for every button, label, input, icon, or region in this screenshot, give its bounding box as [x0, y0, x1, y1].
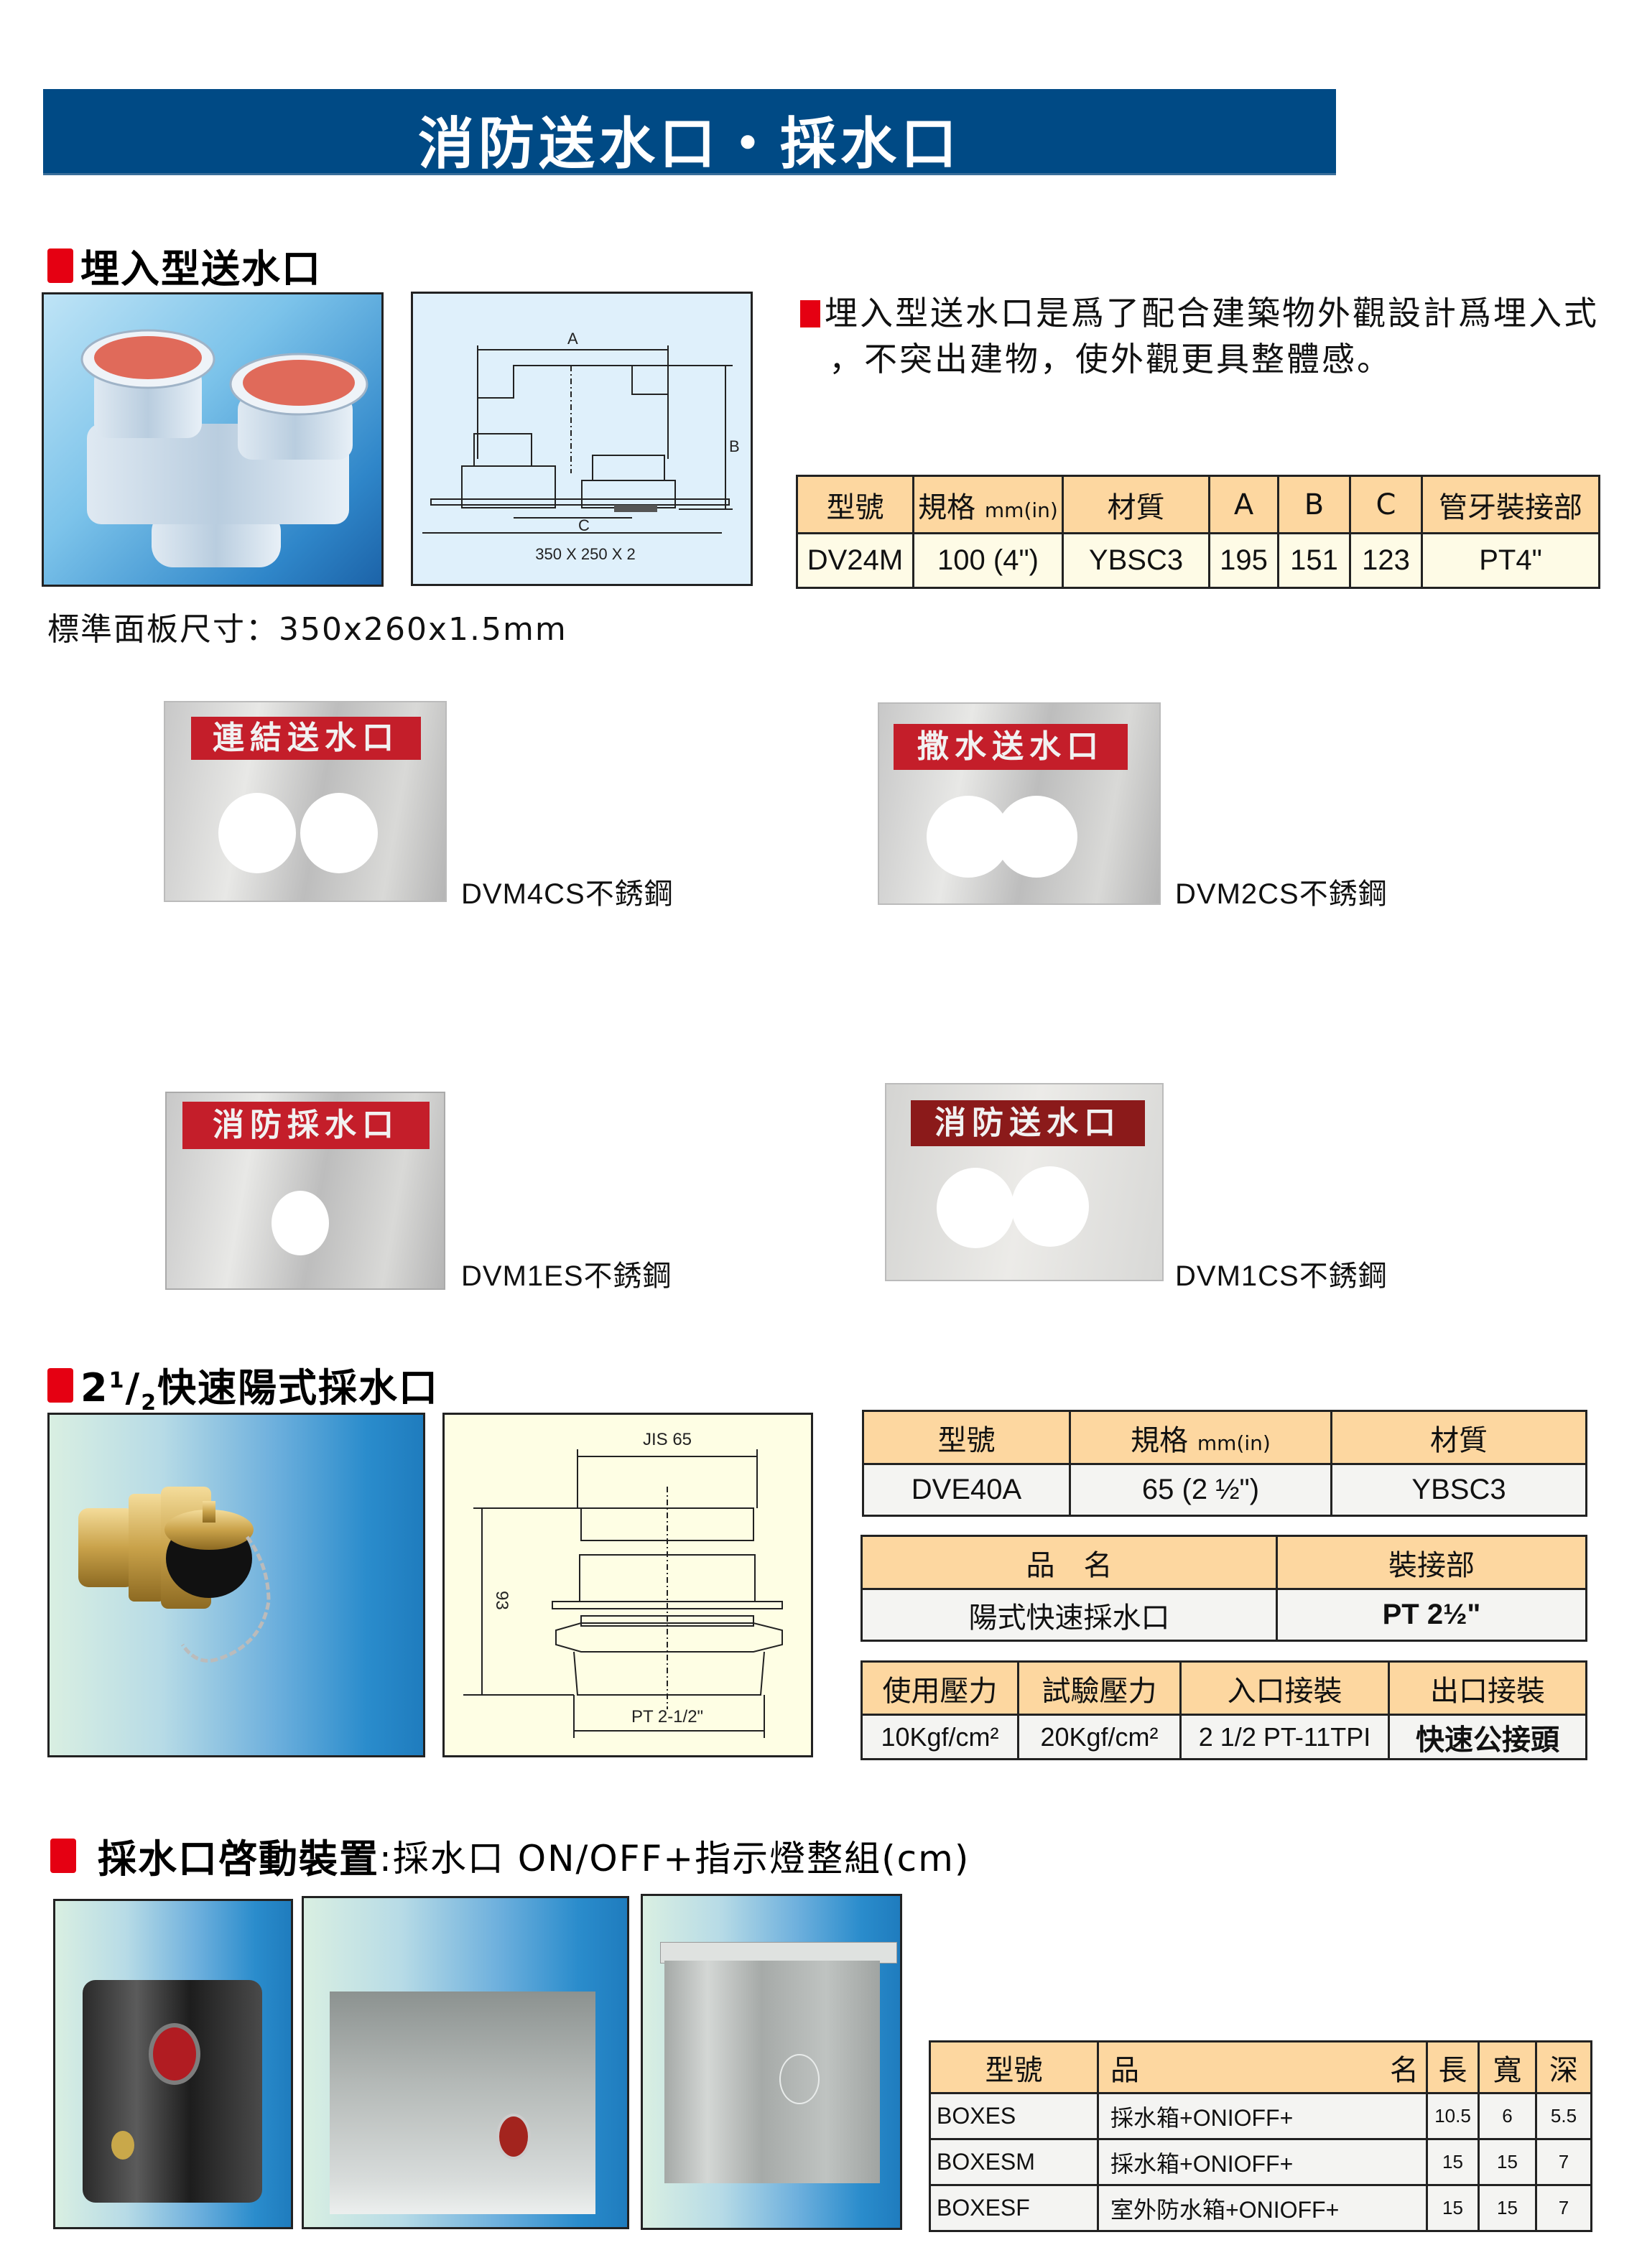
col-product-name: 品 名	[1097, 2040, 1428, 2094]
table-row: 陽式快速採水口 PT 2½"	[861, 1588, 1587, 1642]
table-row: BOXES 採水箱+ONIOFF+ 10.5 6 5.5	[929, 2092, 1592, 2140]
red-bullet-icon	[50, 1838, 76, 1873]
box-front-panel	[330, 1992, 595, 2214]
panel-hole	[300, 793, 378, 873]
red-bullet-icon	[800, 300, 820, 327]
section-heading-quick-male-outlet: 21/2快速陽式採水口	[47, 1356, 439, 1416]
coupling-cross-section-drawing: JIS 65 93 PT 2-1/2"	[463, 1430, 783, 1738]
panel-photo-dvm1es: 消防採水口	[165, 1092, 445, 1290]
section-heading-activation-device: 採水口啓動裝置 :採水口 ON/OFF+指示燈整組(cm)	[50, 1827, 970, 1884]
table-row: DV24M 100 (4") YBSC3 195 151 123 PT4"	[796, 532, 1600, 589]
panel-hole	[1011, 1166, 1089, 1247]
brass-coupling-illustration	[78, 1487, 271, 1663]
col-size: 規格 mm(in)	[912, 475, 1064, 534]
panel-caption-dvm1cs: DVM1CS不銹鋼	[1175, 1260, 1388, 1292]
dim-label-height: 93	[492, 1591, 511, 1610]
col-model: 型號	[796, 475, 914, 534]
red-bullet-icon	[47, 1368, 73, 1403]
table-row: BOXESF 室外防水箱+ONIOFF+ 15 15 7	[929, 2184, 1592, 2232]
dim-label-jis65: JIS 65	[643, 1430, 692, 1449]
sign-label: 消防送水口	[911, 1100, 1145, 1146]
box-front-panel	[664, 1961, 880, 2183]
indicator-window-icon	[779, 2054, 820, 2104]
product-photo-boxesm	[302, 1896, 629, 2229]
panel-photo-dvm1cs: 消防送水口	[885, 1083, 1164, 1281]
quick-outlet-pressure-table: 使用壓力 試驗壓力 入口接裝 出口接裝 10Kgf/cm² 20Kgf/cm² …	[861, 1660, 1587, 1760]
activation-device-table: 型號 品 名 長 寬 深 BOXES 採水箱+ONIOFF+ 10.5 6 5.…	[929, 2040, 1592, 2232]
product-photo-boxesf	[641, 1894, 902, 2230]
col-b: B	[1277, 475, 1351, 534]
col-c: C	[1349, 475, 1423, 534]
sign-label: 消防採水口	[182, 1102, 430, 1149]
product-photo-quick-male-outlet	[47, 1413, 425, 1757]
indicator-lamp-icon	[496, 2114, 531, 2160]
col-thread: 管牙裝接部	[1421, 475, 1600, 534]
embedded-inlet-description: 埋入型送水口是爲了配合建築物外觀設計爲埋入式 ，不突出建物，使外觀更具整體感。	[800, 290, 1626, 382]
panel-hole	[218, 793, 296, 873]
quick-outlet-spec-table: 型號 規格 mm(in) 材質 DVE40A 65 (2 ½") YBSC3	[862, 1410, 1587, 1517]
title-banner: 消防送水口・採水口	[43, 89, 1336, 177]
dimension-diagram-embedded-inlet: A B C 350 X 250 X 2	[411, 292, 753, 586]
dim-label-a: A	[567, 330, 578, 348]
table-row: BOXESM 採水箱+ONIOFF+ 15 15 7	[929, 2138, 1592, 2186]
switch-knob-icon	[111, 2131, 134, 2160]
panel-photo-dvm4cs: 連結送水口	[164, 701, 447, 902]
col-material: 材質	[1062, 475, 1210, 534]
panel-hole	[937, 1168, 1014, 1248]
product-photo-embedded-inlet	[42, 292, 384, 587]
standard-panel-size: 標準面板尺寸：350x260x1.5mm	[47, 611, 567, 648]
table-row: 10Kgf/cm² 20Kgf/cm² 2 1/2 PT-11TPI 快速公接頭	[861, 1714, 1587, 1760]
panel-hole	[272, 1191, 329, 1255]
panel-caption-dvm4cs: DVM4CS不銹鋼	[461, 878, 674, 910]
page-title: 消防送水口・採水口	[417, 112, 961, 177]
indicator-lamp-icon	[149, 2023, 200, 2085]
dim-label-c: C	[578, 516, 590, 534]
quick-outlet-name-table: 品 名 裝接部 陽式快速採水口 PT 2½"	[861, 1535, 1587, 1642]
embedded-inlet-spec-table: 型號 規格 mm(in) 材質 A B C 管牙裝接部 DV24M 100 (4…	[796, 475, 1600, 589]
box-front-panel	[83, 1980, 262, 2203]
sign-label: 撒水送水口	[894, 724, 1128, 770]
panel-photo-dvm2cs: 撒水送水口	[878, 702, 1161, 905]
panel-dimension-label: 350 X 250 X 2	[535, 545, 635, 563]
dim-label-b: B	[729, 437, 740, 455]
product-photo-boxes	[53, 1899, 293, 2229]
col-a: A	[1208, 475, 1279, 534]
section-heading-embedded-inlet: 埋入型送水口	[47, 237, 322, 294]
panel-hole	[996, 796, 1077, 878]
panel-caption-dvm2cs: DVM2CS不銹鋼	[1175, 878, 1388, 910]
red-bullet-icon	[47, 248, 73, 283]
sign-label: 連結送水口	[191, 717, 421, 760]
table-row: DVE40A 65 (2 ½") YBSC3	[862, 1463, 1587, 1517]
twin-inlet-illustration	[80, 329, 368, 567]
dim-label-pt: PT 2-1/2"	[631, 1707, 703, 1726]
cross-section-drawing: A B C 350 X 250 X 2	[422, 330, 740, 563]
panel-caption-dvm1es: DVM1ES不銹鋼	[461, 1260, 672, 1292]
dimension-diagram-quick-male-outlet: JIS 65 93 PT 2-1/2"	[442, 1413, 813, 1757]
